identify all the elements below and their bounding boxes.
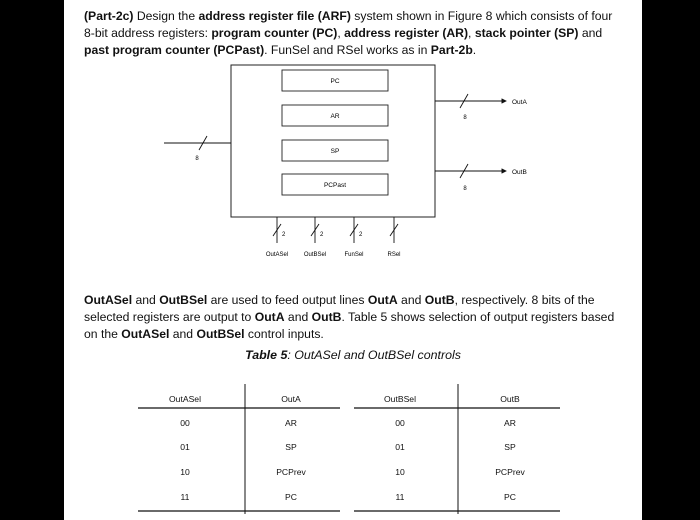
table-cell: 11 <box>180 492 190 502</box>
table-caption-number: Table 5 <box>245 348 288 362</box>
control-width-label: 2 <box>359 232 363 238</box>
table-header: OutASel <box>168 394 201 404</box>
term: OutASel <box>121 327 170 341</box>
term: OutASel <box>84 293 133 307</box>
arf-diagram: PC AR SP PCPast 8 8 OutA <box>164 64 527 258</box>
control-outasel: 2 OutASel <box>266 217 288 258</box>
term: OutA <box>367 293 398 307</box>
register-pcpast: PCPast <box>281 173 389 196</box>
input-line: 8 <box>164 135 231 162</box>
table-cell: 10 <box>395 467 405 477</box>
term-sp: stack pointer (SP) <box>474 26 579 40</box>
text-run: . <box>472 43 477 57</box>
register-label: PCPast <box>324 182 346 189</box>
control-label: FunSel <box>344 252 363 258</box>
outb-label: OutB <box>512 169 527 176</box>
text-run: . FunSel and RSel works as in <box>264 43 431 57</box>
term: OutA <box>254 310 285 324</box>
table-caption-text: : OutASel and OutBSel controls <box>287 348 461 362</box>
text-run: and <box>132 293 160 307</box>
term: OutBSel <box>159 293 208 307</box>
term: OutB <box>311 310 342 324</box>
table-cell: 00 <box>395 418 405 428</box>
text-run: and <box>284 310 312 324</box>
table-cell: 01 <box>395 442 405 452</box>
text-run: Design the <box>133 9 199 23</box>
term: OutBSel <box>196 327 245 341</box>
part2c-paragraph: (Part-2c) Design the address register fi… <box>84 8 624 59</box>
part-label: (Part-2c) <box>84 9 134 23</box>
outa-label: OutA <box>512 99 527 106</box>
table-cell: PC <box>285 492 297 502</box>
text-run: , respectively. 8 bits of the selected r… <box>84 293 595 324</box>
text-run: , <box>337 26 345 40</box>
outb-width-label: 8 <box>463 186 467 192</box>
text-run: are used to feed output lines <box>207 293 368 307</box>
table-cell: SP <box>285 442 297 452</box>
outa-width-label: 8 <box>463 115 467 121</box>
text-run: , <box>468 26 475 40</box>
term-part2b: Part-2b <box>430 43 473 57</box>
control-width-label: 2 <box>282 232 286 238</box>
outb-line: 8 OutB <box>435 163 527 192</box>
term-pcpast: past program counter (PCPast) <box>84 43 265 57</box>
table-header: OutBSel <box>383 394 416 404</box>
control-width-label: 2 <box>320 232 324 238</box>
register-sp: SP <box>281 139 389 162</box>
table-cell: AR <box>504 418 516 428</box>
table-cell: 01 <box>180 442 190 452</box>
register-label: AR <box>330 113 339 120</box>
table-cell: AR <box>285 418 297 428</box>
table-cell: 10 <box>180 467 190 477</box>
text-run: and <box>578 26 603 40</box>
text-run: . Table 5 shows selection of output regi… <box>84 310 615 341</box>
term: OutB <box>424 293 455 307</box>
text-run: and <box>169 327 197 341</box>
control-funsel: 2 FunSel <box>344 217 364 258</box>
register-ar: AR <box>281 104 389 127</box>
control-rsel: RSel <box>387 217 401 258</box>
text-run: control inputs. <box>244 327 324 341</box>
input-width-label: 8 <box>195 156 199 162</box>
control-label: OutASel <box>266 252 288 258</box>
table-cell: SP <box>504 442 516 452</box>
text-run: and <box>397 293 425 307</box>
control-label: OutBSel <box>304 252 326 258</box>
control-outbsel: 2 OutBSel <box>304 217 326 258</box>
table-header: OutA <box>281 394 301 404</box>
register-pc: PC <box>281 69 389 92</box>
table-cell: PC <box>504 492 516 502</box>
control-label: RSel <box>387 252 400 258</box>
register-label: PC <box>330 78 339 85</box>
table-cell: PCPrev <box>276 467 306 477</box>
table-caption: Table 5: OutASel and OutBSel controls <box>64 348 642 362</box>
document-page: (Part-2c) Design the address register fi… <box>64 0 642 520</box>
register-label: SP <box>331 148 340 155</box>
table-cell: PCPrev <box>495 467 525 477</box>
text-run: system shown in Figure 8 which consists … <box>84 9 613 40</box>
table-header: OutB <box>500 394 520 404</box>
term-ar: address register (AR) <box>344 26 469 40</box>
table-cell: 00 <box>180 418 190 428</box>
term-arf: address register file (ARF) <box>198 9 351 23</box>
term-pc: program counter (PC) <box>211 26 338 40</box>
table-cell: 11 <box>395 492 405 502</box>
outa-line: 8 OutA <box>435 93 527 121</box>
description-paragraph: OutASel and OutBSel are used to feed out… <box>84 292 624 343</box>
